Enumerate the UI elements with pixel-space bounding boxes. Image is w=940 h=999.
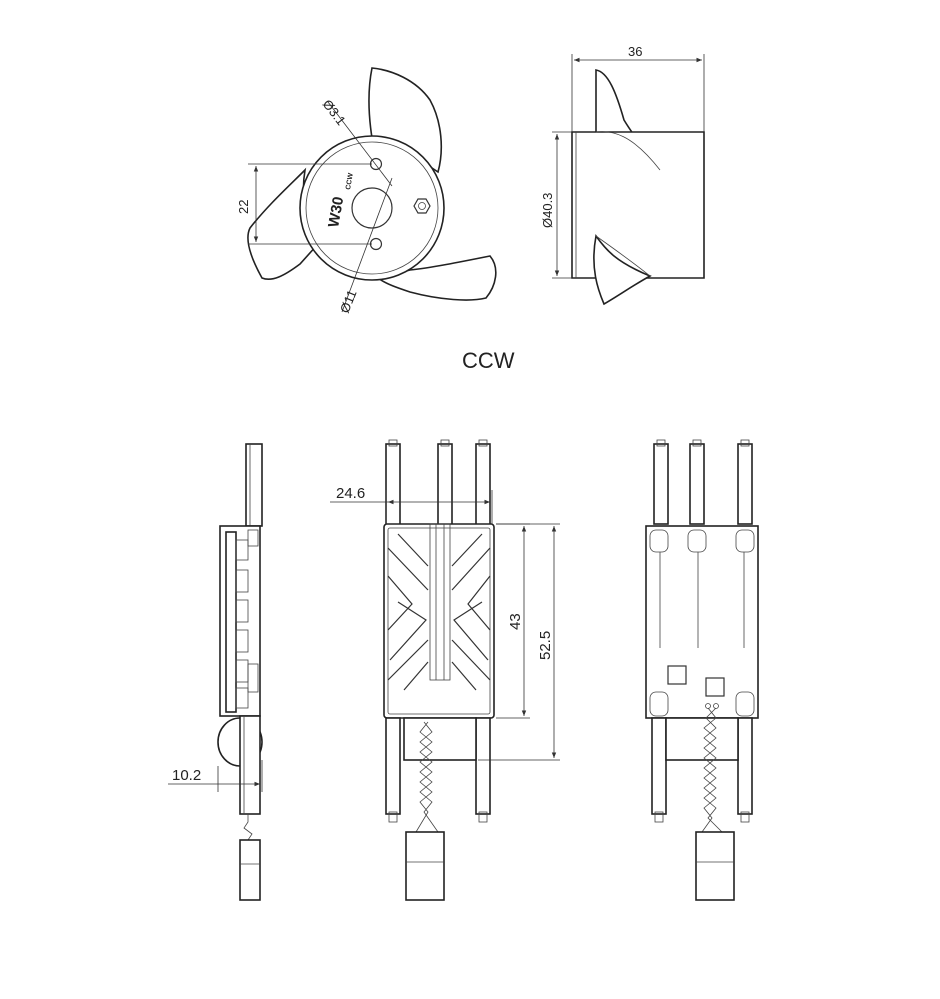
esc-back-view (645, 439, 759, 901)
dim-width-text: 24.6 (336, 485, 365, 502)
fan-blade-bottom (376, 255, 497, 301)
fan-front-view: W30 CCW Ø3.1 22 Ø11 (236, 67, 497, 316)
esc-side-view: 10.2 (168, 443, 263, 901)
dim-pitch-text: 22 (236, 200, 251, 214)
pcb-chip-2 (705, 677, 725, 697)
dim-width: 24.6 (330, 485, 493, 524)
dim-total-height: 52.5 (478, 523, 560, 761)
esc-front-view: 24.6 43 52.5 (330, 439, 560, 901)
fan-hub-outer (299, 135, 445, 281)
pcb-chip-1 (667, 665, 687, 685)
fan-side-view: 36 Ø40.3 (540, 44, 705, 306)
shaft-bore (351, 187, 393, 229)
side-blade-bottom (593, 234, 652, 306)
dim-thickness-text: 10.2 (172, 767, 201, 784)
dim-length: 36 (571, 44, 705, 132)
esc-fin-pattern-left (387, 533, 429, 691)
esc-fin-pattern-right (451, 533, 491, 691)
esc-back-connector (695, 831, 735, 901)
fan-model-label: W30 (325, 195, 347, 228)
esc-pcb (645, 525, 759, 719)
rotation-label: CCW (462, 348, 515, 373)
hex-nut-icon (413, 198, 431, 214)
dim-thickness: 10.2 (168, 760, 263, 792)
dim-body-height-text: 43 (507, 613, 524, 630)
side-blade-arc-top (595, 131, 661, 171)
dim-diameter: Ø40.3 (540, 131, 572, 279)
dim-body-height: 43 (496, 523, 530, 719)
dim-diameter-text: Ø40.3 (540, 193, 555, 228)
esc-connector (405, 831, 445, 901)
fan-hub-inner-ring (305, 141, 439, 275)
fan-model-suffix: CCW (345, 172, 355, 190)
dim-hub-text: Ø11 (337, 288, 360, 316)
dim-length-text: 36 (628, 44, 642, 59)
dim-pitch: 22 (236, 163, 372, 245)
dim-total-height-text: 52.5 (537, 631, 554, 660)
side-body (571, 131, 705, 279)
esc-twisted-wire (415, 721, 439, 833)
side-blade-arc-bottom (595, 235, 651, 277)
esc-body (383, 523, 495, 719)
